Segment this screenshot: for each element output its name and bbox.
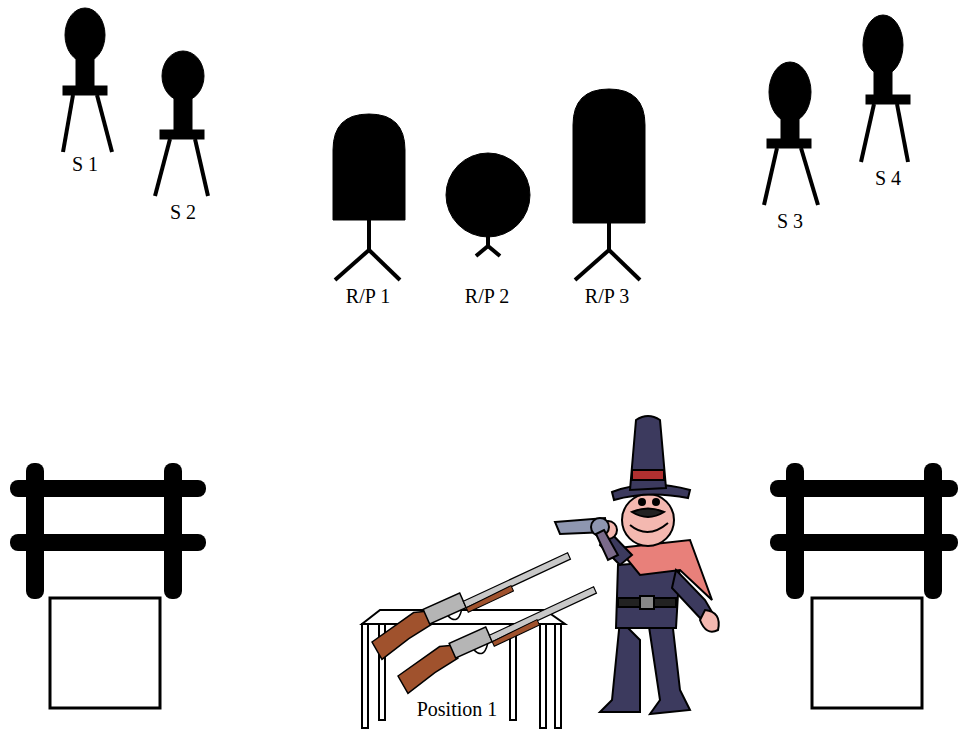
rp-target-2 [446,153,530,256]
rp-target-3 [573,89,645,280]
target-label: S 4 [875,167,901,189]
target-label: S 1 [72,153,98,175]
steel-target-s1 [63,8,112,152]
target-label: R/P 2 [465,285,509,307]
cowboy-figure [555,416,719,714]
target-label: S 3 [777,210,803,232]
steel-target-s3 [764,62,818,205]
steel-target-s2 [155,51,208,196]
target-label: R/P 3 [585,285,629,307]
steel-target-s4 [861,15,910,162]
fence-right [770,463,958,708]
target-label: S 2 [170,201,196,223]
rp-target-1 [333,114,405,280]
rifles [368,545,603,694]
fence-left [10,463,206,708]
position-label: Position 1 [415,698,500,720]
target-label: R/P 1 [346,285,390,307]
